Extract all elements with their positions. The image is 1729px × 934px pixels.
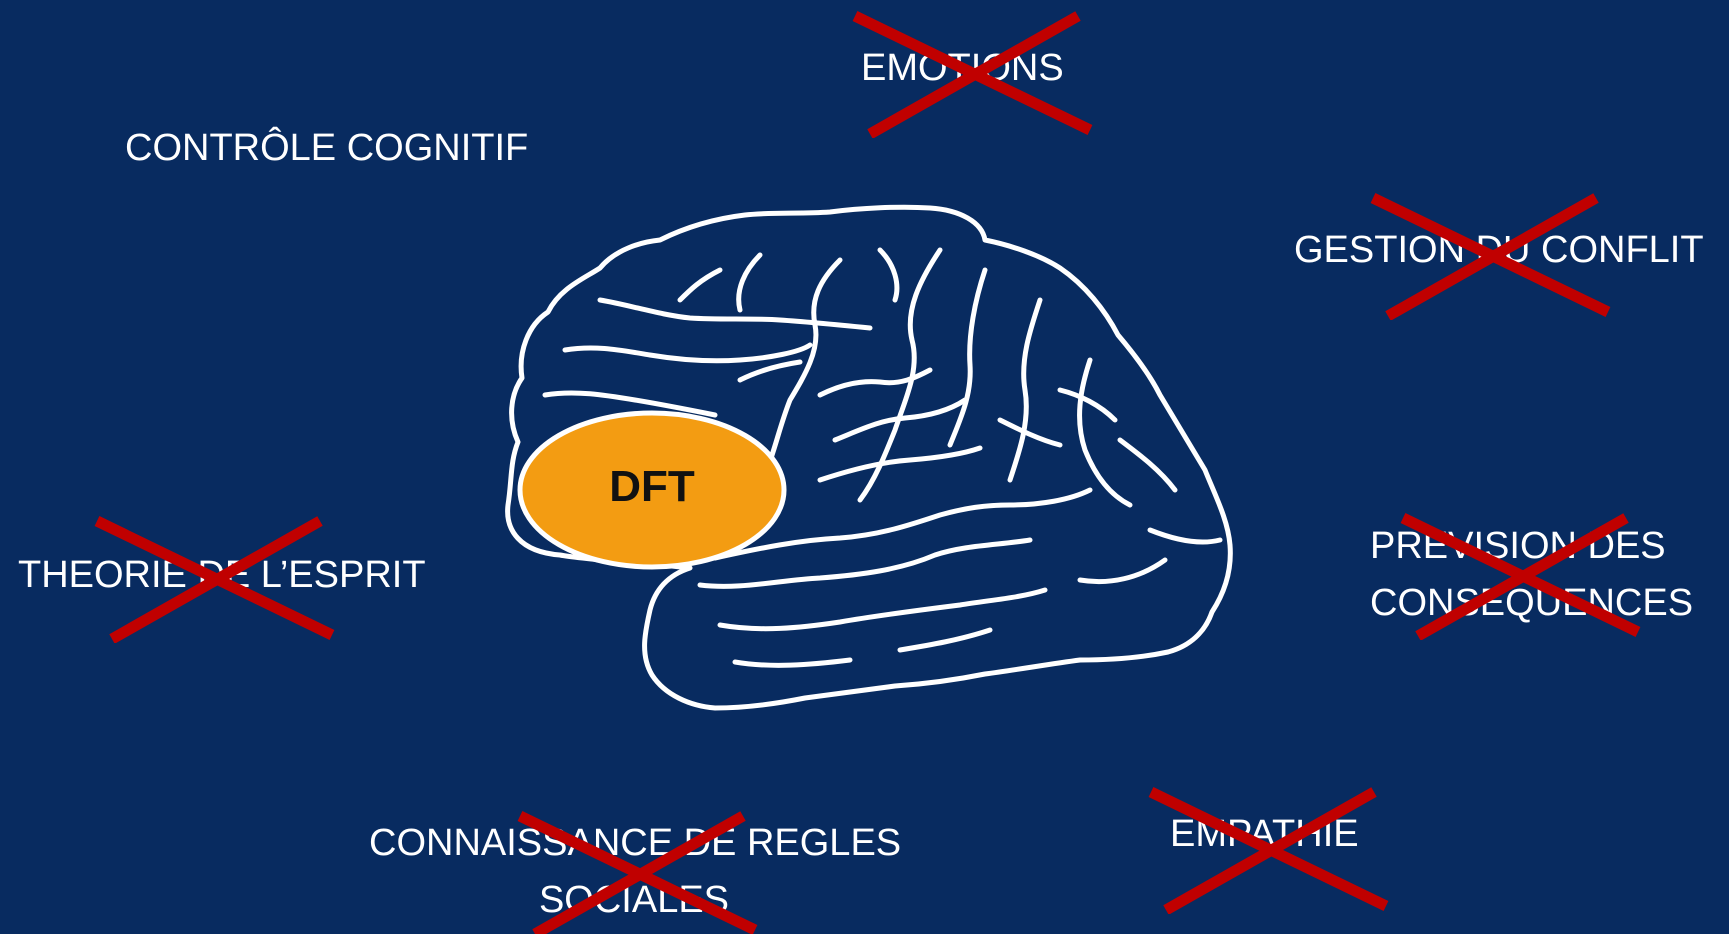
- function-connaissance-de-regles-sociales: CONNAISSANCE DE REGLES SOCIALES: [369, 815, 902, 929]
- brain-groove: [947, 267, 988, 448]
- brain-groove: [732, 657, 853, 668]
- function-gestion-du-conflit: GESTION DU CONFLIT: [1294, 222, 1704, 279]
- brain-groove: [832, 397, 968, 443]
- dft-label: DFT: [609, 462, 695, 511]
- function-text-line: CONSEQUENCES: [1370, 582, 1694, 624]
- brain-groove: [762, 257, 843, 478]
- function-controle-cognitif: CONTRÔLE COGNITIF: [125, 120, 528, 177]
- brain-outline: [505, 204, 1233, 711]
- brain-groove: [677, 267, 723, 303]
- brain-groove: [736, 252, 763, 313]
- function-empathie: EMPATHIE: [1170, 806, 1359, 863]
- brain-groove: [1057, 387, 1118, 423]
- function-theorie-de-l-esprit: THEORIE DE L’ESPRIT: [18, 547, 426, 604]
- brain-groove: [817, 367, 933, 398]
- function-prevision-des-consequences: PREVISION DES CONSEQUENCES: [1370, 518, 1693, 632]
- function-emotions: EMOTIONS: [861, 40, 1064, 97]
- brain-groove: [1117, 437, 1178, 493]
- brain-groove: [817, 445, 983, 483]
- brain-groove: [717, 587, 1048, 632]
- function-text-line: CONNAISSANCE DE REGLES: [369, 822, 902, 864]
- brain-groove: [697, 537, 1033, 589]
- brain-groove: [1147, 527, 1223, 545]
- function-text-line: EMPATHIE: [1170, 813, 1359, 855]
- function-text-line: CONTRÔLE COGNITIF: [125, 127, 529, 169]
- brain-groove: [737, 359, 803, 383]
- brain-groove: [997, 417, 1063, 448]
- brain-fissure: [712, 487, 1093, 561]
- brain-groove: [597, 297, 873, 331]
- brain-groove: [1007, 297, 1043, 483]
- brain-groove: [897, 627, 993, 653]
- function-text-line: THEORIE DE L’ESPRIT: [18, 554, 426, 596]
- dft-ellipse: [517, 410, 787, 570]
- brain-groove: [562, 342, 813, 364]
- function-text-line: GESTION DU CONFLIT: [1294, 229, 1704, 271]
- brain-groove: [542, 390, 718, 418]
- brain-groove: [1077, 557, 1168, 585]
- function-text-line: SOCIALES: [538, 879, 730, 921]
- brain-groove: [1077, 357, 1133, 508]
- function-text-line: EMOTIONS: [861, 47, 1064, 89]
- function-text-line: PREVISION DES: [1370, 525, 1666, 567]
- brain-groove: [877, 247, 900, 303]
